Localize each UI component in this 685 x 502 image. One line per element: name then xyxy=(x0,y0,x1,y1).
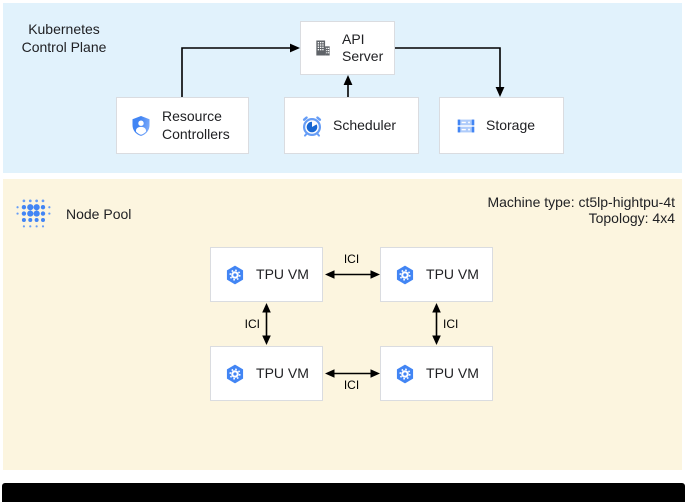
ici-label-right: ICI xyxy=(443,317,459,331)
tpu-vm-top-left: TPU VM xyxy=(210,247,323,302)
tpu-vm-top-right: TPU VM xyxy=(380,247,493,302)
tpu-vm-label: TPU VM xyxy=(256,265,309,282)
storage-box: Storage xyxy=(439,97,564,154)
tpu-vm-label: TPU VM xyxy=(426,364,479,381)
resource-controllers-label: Resource Controllers xyxy=(162,108,230,142)
node-pool-panel xyxy=(3,179,682,470)
tpu-vm-bottom-right: TPU VM xyxy=(380,346,493,401)
tpu-vm-label: TPU VM xyxy=(426,265,479,282)
dot-cluster-icon xyxy=(16,199,51,228)
storage-label: Storage xyxy=(486,116,536,133)
gke-hexagon-icon xyxy=(396,364,414,383)
gke-hexagon-icon xyxy=(226,265,244,284)
machine-type-text: Machine type: ct5lp-hightpu-4t xyxy=(487,194,675,210)
scheduler-box: Scheduler xyxy=(284,97,419,154)
tpu-vm-label: TPU VM xyxy=(256,364,309,381)
server-stack-icon xyxy=(457,119,475,132)
topology-text: Topology: 4x4 xyxy=(588,210,675,227)
resource-controllers-box: Resource Controllers xyxy=(116,97,249,154)
scheduler-label: Scheduler xyxy=(333,116,397,133)
tpu-vm-bottom-left: TPU VM xyxy=(210,346,323,401)
building-icon xyxy=(316,40,330,56)
ici-label-left: ICI xyxy=(244,317,260,331)
api-server-label: API Server xyxy=(342,30,384,65)
gke-hexagon-icon xyxy=(226,364,244,383)
ici-label-top: ICI xyxy=(343,252,360,266)
shield-user-icon xyxy=(132,115,150,136)
api-server-box: API Server xyxy=(300,21,395,75)
node-pool-label: Node Pool xyxy=(66,206,132,222)
control-plane-label: Kubernetes Control Plane xyxy=(21,21,107,55)
bottom-window-edge xyxy=(2,483,685,502)
gke-hexagon-icon xyxy=(396,265,414,284)
ici-label-bottom: ICI xyxy=(343,378,360,392)
machine-info: Machine type: ct5lp-hightpu-4t Topology:… xyxy=(487,194,675,226)
alarm-clock-icon xyxy=(302,115,322,137)
